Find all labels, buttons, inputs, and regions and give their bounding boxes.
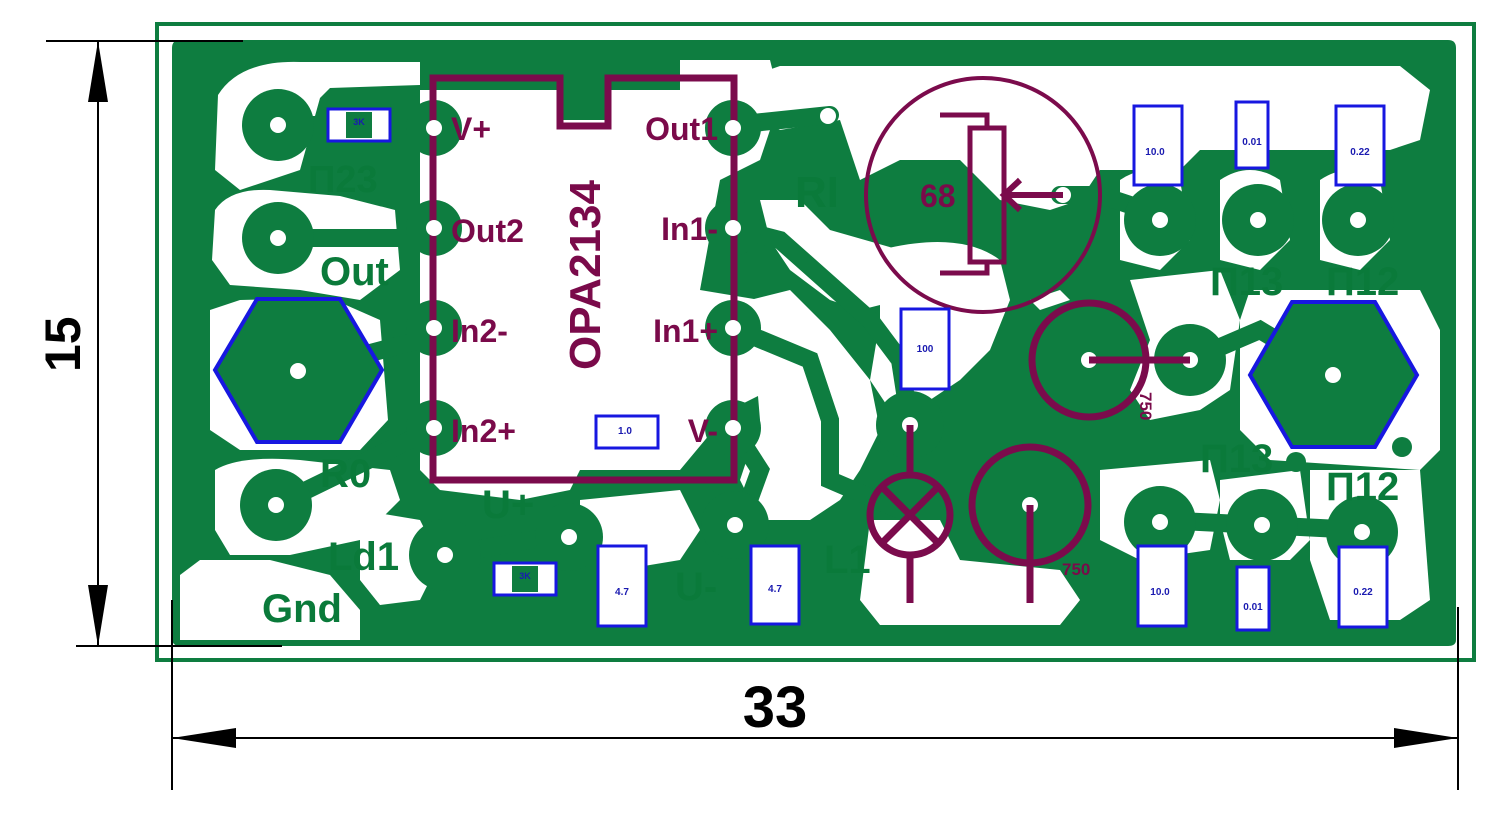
pad-top-cap-3 <box>1322 184 1394 256</box>
transistor-upper <box>1028 299 1190 421</box>
smd-c-022-top: 0.22 <box>1334 104 1386 187</box>
hex-pad-left <box>212 297 385 444</box>
ic-opa2134: OPA2134 V+ Out2 In2- In2+ Out1 In1- In1+… <box>426 74 741 484</box>
label-ri: RI <box>795 168 839 217</box>
ic-pin-label-in1minus: In1- <box>661 211 718 247</box>
label-p13-bottom: П13 <box>1200 437 1273 481</box>
smd-r-3k-bottom: 3K <box>492 561 558 597</box>
smd-c-022-bottom: 0.22 <box>1337 545 1389 629</box>
dimension-height-value: 15 <box>35 316 91 372</box>
ic-name: OPA2134 <box>561 180 610 370</box>
ic-pin-label-out2: Out2 <box>451 213 524 249</box>
ic-pin-label-in2minus: In2- <box>451 313 508 349</box>
ic-pin-label-in1plus: In1+ <box>653 313 718 349</box>
svg-text:4.7: 4.7 <box>615 587 629 598</box>
label-u-plus: U+ <box>482 483 534 527</box>
label-u-minus: U- <box>675 565 717 609</box>
trimmer-value: 68 <box>920 178 956 214</box>
pad-r0 <box>240 469 312 541</box>
trimmer-wiper-arrow <box>999 177 1063 213</box>
pad-top-cap-2 <box>1222 184 1294 256</box>
hex-pad-right <box>1247 300 1420 449</box>
smd-components: 3K 3K 1.0 100 4.7 4.7 10.0 0.01 <box>326 100 1389 632</box>
smd-r-3k-top: 3K <box>326 107 392 143</box>
pad-top-cap-1 <box>1124 184 1196 256</box>
svg-text:3K: 3K <box>353 117 365 127</box>
svg-text:0.01: 0.01 <box>1242 137 1262 148</box>
svg-text:100: 100 <box>917 344 934 355</box>
pad-ld1 <box>409 519 481 591</box>
dim-arrow-left <box>172 728 236 748</box>
lamp-l1 <box>866 425 954 603</box>
dimension-vertical <box>46 40 282 647</box>
label-p12-bottom: П12 <box>1326 465 1399 509</box>
svg-text:1.0: 1.0 <box>618 426 632 437</box>
smd-c-1-0: 1.0 <box>594 414 660 450</box>
pad-gnd <box>205 595 221 611</box>
svg-text:3K: 3K <box>519 571 531 581</box>
silkscreen-labels: П23 Out R0 Ld1 Gnd U+ U- L1 RI П13 П12 П… <box>262 159 1399 631</box>
ic-pin-holes <box>426 120 741 436</box>
label-p23: П23 <box>308 159 378 201</box>
svg-text:10.0: 10.0 <box>1145 147 1165 158</box>
smd-c-10-bottom: 10.0 <box>1136 544 1188 628</box>
label-p13-top: П13 <box>1210 260 1283 304</box>
transistor-lower-value: 750 <box>1062 560 1090 579</box>
pad-u-minus <box>701 491 769 559</box>
ic-pin-label-vplus: V+ <box>451 111 491 147</box>
pad-middle-bottom <box>958 595 974 611</box>
trimmer-resistor <box>864 76 1102 314</box>
pad-bot-cap-1 <box>1124 486 1196 558</box>
svg-text:0.01: 0.01 <box>1243 602 1263 613</box>
dimension-horizontal <box>171 600 1459 790</box>
label-l1: L1 <box>824 538 871 582</box>
smd-c-001-top: 0.01 <box>1234 100 1270 170</box>
label-ld1: Ld1 <box>328 535 399 579</box>
svg-text:0.22: 0.22 <box>1353 587 1373 598</box>
smd-r-100: 100 <box>899 307 951 391</box>
dim-arrow-down <box>88 585 108 646</box>
smd-c-4-7-right: 4.7 <box>749 544 801 626</box>
pad-ri <box>820 108 836 124</box>
label-r0: R0 <box>320 452 371 496</box>
pad-p12-dot <box>1392 437 1412 457</box>
label-out: Out <box>320 250 389 294</box>
smd-c-10-top: 10.0 <box>1132 104 1184 187</box>
pad-u-plus <box>535 503 603 571</box>
pad-bot-cap-2 <box>1226 489 1298 561</box>
smd-c-4-7-left: 4.7 <box>596 544 648 628</box>
svg-text:0.22: 0.22 <box>1350 147 1370 158</box>
pad-out <box>242 202 314 274</box>
label-gnd: Gnd <box>262 587 342 631</box>
ic-pin-label-out1: Out1 <box>645 111 718 147</box>
label-p12-top: П12 <box>1326 260 1399 304</box>
svg-text:4.7: 4.7 <box>768 584 782 595</box>
dim-arrow-up <box>88 41 108 102</box>
trimmer-outline <box>864 76 1102 314</box>
pad-p23 <box>242 89 314 161</box>
transistor-upper-value: 750 <box>1136 392 1155 420</box>
ic-pin-label-vminus: V- <box>688 413 718 449</box>
trimmer-leads <box>940 112 990 276</box>
transistor-lower <box>968 443 1092 603</box>
ic-pin-label-in2plus: In2+ <box>451 413 516 449</box>
smd-c-001-bottom: 0.01 <box>1235 565 1271 632</box>
svg-text:10.0: 10.0 <box>1150 587 1170 598</box>
ic-outline <box>429 74 738 484</box>
pad-p13-dot <box>1286 452 1306 472</box>
dimension-width-value: 33 <box>743 675 808 740</box>
dim-arrow-right <box>1394 728 1458 748</box>
